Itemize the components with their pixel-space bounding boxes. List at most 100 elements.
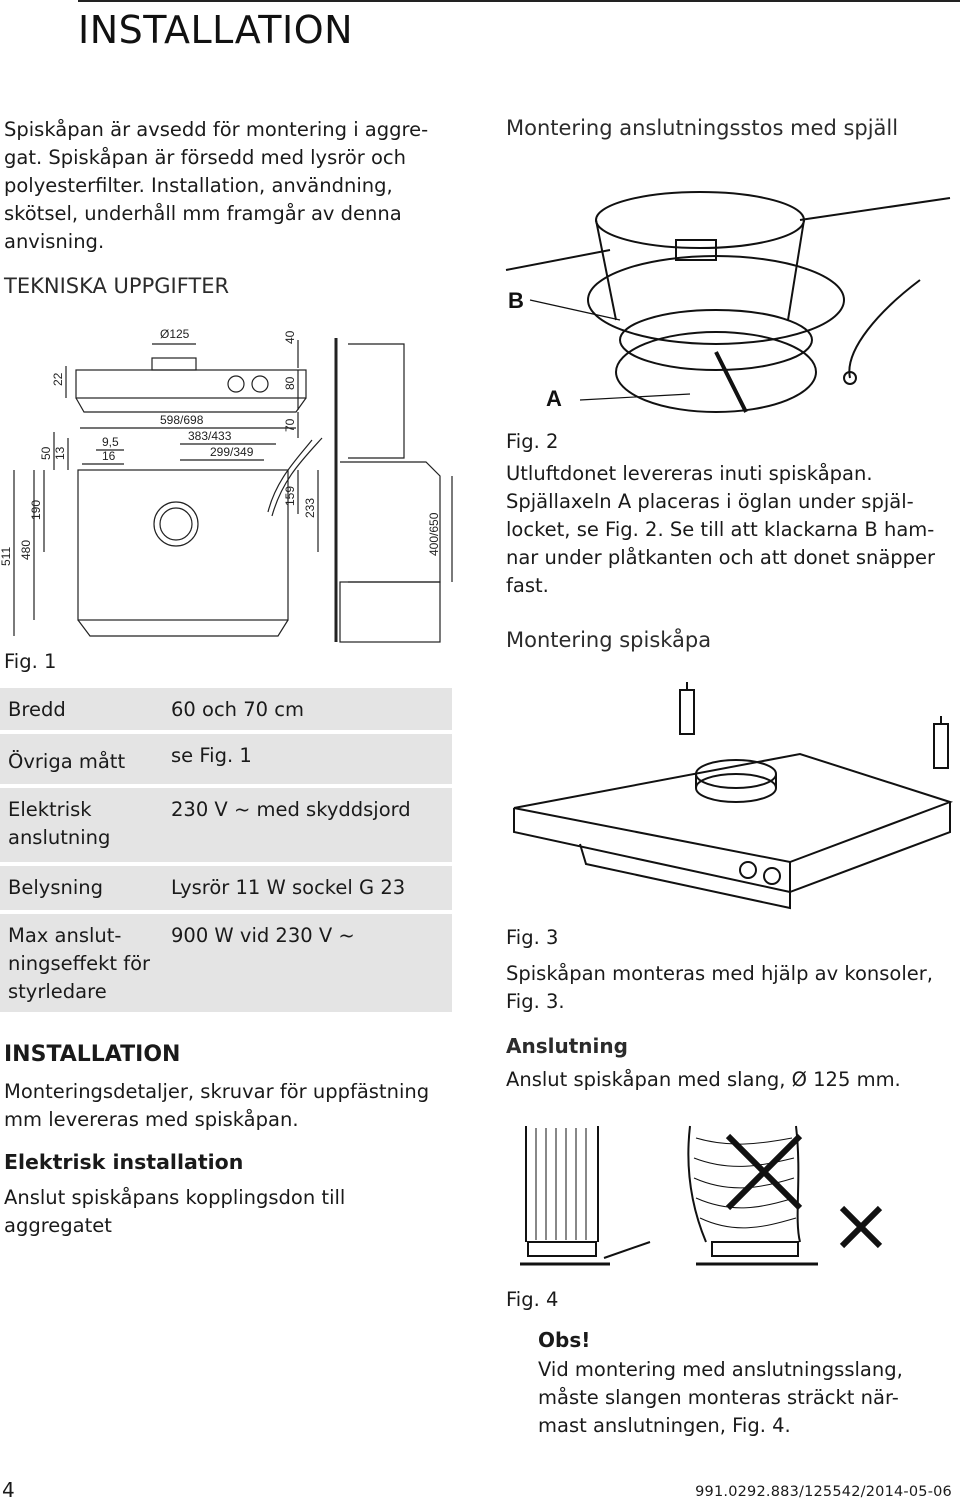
dim-233-label: 233 [303,498,317,518]
spec-table: Bredd 60 och 70 cm Övriga mått se Fig. 1… [0,688,452,1012]
electrical-line: aggregatet [4,1214,112,1237]
hood-side-profile [340,461,441,583]
dim-598-label: 598/698 [160,413,204,427]
fig3-line: Fig. 3. [506,990,565,1013]
upper-cabinet [348,343,405,459]
spec-key-line: Max anslut- [8,924,122,947]
outlet-collar [151,357,197,371]
straight-hose-collar [527,1241,597,1257]
damper-ring [619,309,813,371]
spec-key-line: anslutning [8,826,111,849]
outlet-circle-outer [153,501,199,547]
dim-80-label: 80 [283,376,297,390]
installation-text: Monteringsdetaljer, skruvar för uppfästn… [4,1078,429,1134]
document-code: 991.0292.883/125542/2014-05-06 [695,1484,952,1500]
header-rule [78,0,960,2]
installation-heading: INSTALLATION [4,1042,181,1067]
fig1-dimension-drawing: Ø125 40 22 80 598/698 383/433 299/349 9,… [0,327,453,643]
note-heading: Obs! [538,1328,591,1352]
fig3-line: Spiskåpan monteras med hjälp av konsoler… [506,962,933,985]
hood-lip [579,843,791,910]
spec-key: Belysning [8,876,104,899]
connection-text: Anslut spiskåpan med slang, Ø 125 mm. [506,1068,901,1091]
damper-flap [615,331,817,413]
label-a: A [546,386,562,411]
tech-specs-heading: TEKNISKA UPPGIFTER [4,274,230,298]
page-title: INSTALLATION [78,8,354,52]
fig3-hood-drawing [513,682,954,910]
cross-icon [725,1133,803,1211]
fig2-text: Utluftdonet levereras inuti spiskåpan. S… [506,460,960,600]
hood-top-panel [75,369,307,399]
hood-underside [77,469,289,621]
spec-value: 60 och 70 cm [171,698,304,721]
dim-13-label: 13 [53,446,67,460]
installation-line: Monteringsdetaljer, skruvar för uppfästn… [4,1080,430,1103]
note-line: mast anslutningen, Fig. 4. [538,1414,791,1437]
fig2-line: Utluftdonet levereras inuti spiskåpan. [506,462,873,485]
electrical-text: Anslut spiskåpans kopplingsdon till aggr… [4,1184,345,1240]
spec-key: Elektrisk anslutning [8,796,110,852]
dim-22-label: 22 [51,372,65,386]
dim-70-label: 70 [283,418,297,432]
spec-key: Max anslut- ningseffekt för styrledare [8,922,150,1006]
fig1-label: Fig. 1 [4,650,57,673]
installation-line: mm levereras med spiskåpan. [4,1108,299,1131]
electrical-heading: Elektrisk installation [4,1150,244,1174]
label-b: B [508,288,524,313]
leader-a [579,393,691,401]
ceiling-edge-left [505,249,611,271]
intro-line: Spiskåpan är avsedd för montering i aggr… [4,118,429,141]
straight-hose-sides [525,1126,599,1242]
bracket-right [933,723,949,769]
spec-row-other-dims: Övriga mått se Fig. 1 [0,734,452,788]
dim-159-label: 159 [283,486,297,506]
cable-end [843,371,857,385]
underside-edge [77,619,289,637]
fig4-hose-drawing [520,1125,883,1266]
mounting-flange [587,255,845,345]
damper-axle [714,351,748,413]
spec-row-max-power: Max anslut- ningseffekt för styrledare 9… [0,914,452,1012]
spec-row-electrical: Elektrisk anslutning 230 V ~ med skyddsj… [0,788,452,866]
spec-value: se Fig. 1 [171,744,252,767]
dim-383-label: 383/433 [188,429,232,443]
note-line: måste slangen monteras sträckt när- [538,1386,899,1409]
spec-row-width: Bredd 60 och 70 cm [0,688,452,734]
outlet-circle-inner [159,507,193,541]
fig3-text: Spiskåpan monteras med hjälp av konsoler… [506,960,933,1016]
hood-lower-edge [75,397,307,413]
arrow-pointer [603,1241,651,1259]
dim-40-label: 40 [283,330,297,344]
outlet-base [695,773,777,803]
spec-key: Övriga mått [8,750,126,773]
spec-row-lighting: Belysning Lysrör 11 W sockel G 23 [0,866,452,914]
dim-50-label: 50 [39,446,53,460]
intro-line: gat. Spiskåpan är försedd med lysrör och [4,146,407,169]
cable [848,279,921,379]
control-knob-1 [739,861,757,879]
fig2-line: nar under plåtkanten och att donet snäpp… [506,546,936,569]
loose-hose-ribs [693,1137,797,1229]
intro-line: polyesterfilter. Installation, användnin… [4,174,393,197]
fig2-line: fast. [506,574,549,597]
knob-left [227,375,245,393]
cable-2 [271,437,323,517]
note-text: Vid montering med anslutningsslang, måst… [538,1356,903,1440]
cable-1 [267,439,313,513]
spec-key-line: styrledare [8,980,107,1003]
cross-icon [839,1205,883,1249]
electrical-line: Anslut spiskåpans kopplingsdon till [4,1186,346,1209]
connection-heading: Anslutning [506,1034,628,1058]
dim-299-label: 299/349 [210,445,254,459]
intro-paragraph: Spiskåpan är avsedd för montering i aggr… [4,116,454,256]
fig2-label: Fig. 2 [506,430,559,453]
dim-511-label: 511 [0,547,13,566]
hood-front-panel [513,808,791,894]
spec-key-line: ningseffekt för [8,952,151,975]
spec-value: Lysrör 11 W sockel G 23 [171,876,406,899]
spec-key: Bredd [8,698,66,721]
spec-value: 900 W vid 230 V ~ [171,924,355,947]
cooktop-block [339,581,441,643]
collar-sides [595,219,805,321]
